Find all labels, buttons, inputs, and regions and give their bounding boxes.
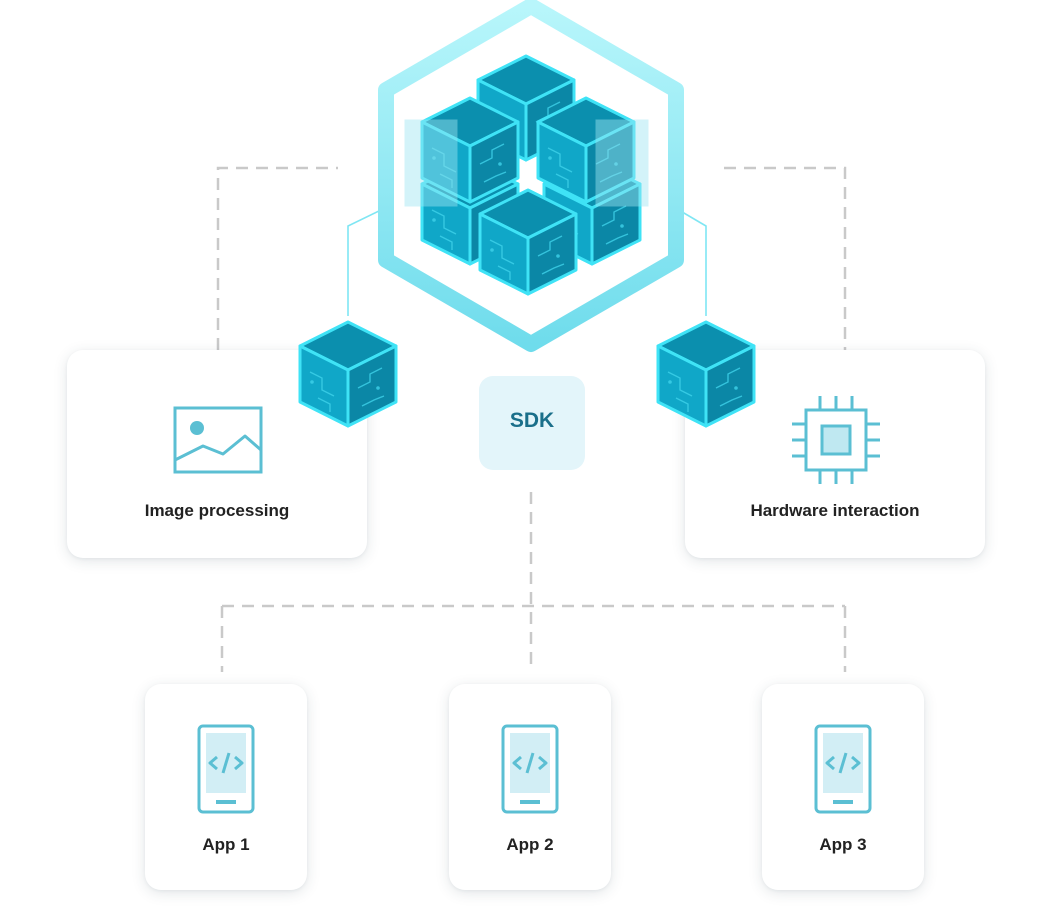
sdk-label: SDK <box>509 409 555 432</box>
connector-lines <box>216 166 847 672</box>
core-cube-cluster <box>404 54 649 296</box>
phone-code-icon <box>814 724 872 814</box>
module-label: Image processing <box>144 501 290 520</box>
sdk-box: SDK <box>479 376 585 470</box>
module-card-hardware-interaction: Hardware interaction <box>685 350 985 558</box>
chip-icon <box>792 396 880 484</box>
app-card-3: App 3 <box>762 684 924 890</box>
app-card-2: App 2 <box>449 684 611 890</box>
module-label: Hardware interaction <box>750 501 920 520</box>
app-label: App 3 <box>819 835 867 854</box>
phone-code-icon <box>197 724 255 814</box>
app-card-1: App 1 <box>145 684 307 890</box>
image-icon <box>173 406 263 474</box>
phone-code-icon <box>501 724 559 814</box>
app-label: App 1 <box>202 835 250 854</box>
module-card-image-processing: Image processing <box>67 350 367 558</box>
app-label: App 2 <box>506 835 554 854</box>
